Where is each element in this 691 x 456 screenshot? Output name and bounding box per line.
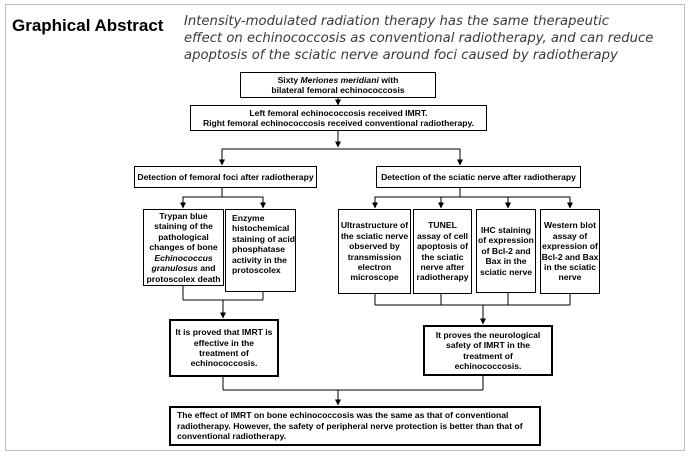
ultra-line: microscope <box>350 272 399 283</box>
treatment-line2: Right femoral echinococcosis received co… <box>202 118 475 128</box>
proved-right-box: It proves the neurological safety of IMR… <box>423 325 553 376</box>
tunel-line: the sciatic <box>421 251 464 262</box>
ultra-line: Ultrastructure of <box>340 220 409 231</box>
trypan-line: pathological <box>158 231 209 242</box>
conclusion-box: The effect of IMRT on bone echinococcosi… <box>169 406 541 446</box>
subtitle-line: Intensity-modulated radiation therapy ha… <box>184 14 610 29</box>
study-subjects-box: Sixty Meriones meridiani with bilateral … <box>240 72 436 98</box>
split-connector <box>221 148 463 166</box>
western-line: assay of <box>552 230 588 241</box>
western-line: in the sciatic <box>543 261 597 272</box>
treatment-line1: Left femoral echinococcosis received IMR… <box>249 107 428 118</box>
proved-right-line: It proves the neurological <box>435 329 541 340</box>
species-name: Meriones meridiani <box>300 74 379 85</box>
proved-left-line: effective in the <box>193 337 255 348</box>
proved-right-line: treatment of <box>463 350 513 361</box>
study-subjects-line2: bilateral femoral echinococcosis <box>271 85 405 95</box>
conclusion-line: The effect of IMRT on bone echinococcosi… <box>177 410 509 421</box>
enzyme-line: histochemical <box>232 223 290 234</box>
trypan-line: protoscolex death <box>146 273 221 284</box>
proved-right-line: safety of IMRT in the <box>445 340 531 351</box>
trypan-species: granulosus <box>151 263 198 274</box>
ultrastructure-box: Ultrastructure of the sciatic nerve obse… <box>338 209 411 294</box>
ihc-line: Bax in the <box>485 256 527 267</box>
conclusion-line: conventional radiotherapy. <box>177 431 287 442</box>
conclusion-line: radiotherapy. However, the safety of per… <box>177 420 523 431</box>
proved-left-box: It is proved that IMRT is effective in t… <box>169 319 279 377</box>
tunel-line: apoptosis of <box>416 241 469 252</box>
enzyme-line: protoscolex <box>232 265 281 276</box>
ultra-line: observed by <box>349 241 400 252</box>
ultra-line: electron <box>357 261 392 272</box>
subtitle-line: effect on echinococcosis as conventional… <box>184 31 654 46</box>
western-line: expression of <box>542 241 598 252</box>
graphical-abstract-title: Graphical Abstract <box>12 16 164 35</box>
enzyme-line: staining of acid <box>232 233 296 244</box>
proved-left-line: echinococcosis. <box>190 358 258 369</box>
detect-femoral-box: Detection of femoral foci after radiothe… <box>134 166 317 188</box>
nerve-branch <box>374 196 573 209</box>
tunel-line: nerve after <box>420 261 465 272</box>
tunel-line: assay of cell <box>416 230 469 241</box>
ihc-line: sciatic nerve <box>479 266 533 277</box>
western-line: nerve <box>558 272 582 283</box>
tunel-box: TUNEL assay of cell apoptosis of the sci… <box>413 209 472 294</box>
trypan-genus: Echinococcus <box>154 252 213 263</box>
ihc-line: of expression <box>478 235 534 246</box>
ultra-line: the sciatic nerve <box>340 230 409 241</box>
subtitle-line: apoptosis of the sciatic nerve around fo… <box>184 48 618 63</box>
ultra-line: transmission <box>347 251 402 262</box>
subjects-prefix: Sixty <box>277 74 301 85</box>
abstract-subtitle: Intensity-modulated radiation therapy ha… <box>184 13 684 64</box>
femoral-branch <box>182 196 266 209</box>
treatment-box: Left femoral echinococcosis received IMR… <box>190 105 487 131</box>
proved-left-line: treatment of <box>199 348 249 358</box>
ihc-line: of Bcl-2 and <box>481 245 531 256</box>
tunel-line: radiotherapy <box>416 272 469 283</box>
trypan-species-line: granulosus and <box>152 263 216 273</box>
subjects-suffix: with <box>378 74 399 85</box>
enzyme-box: Enzyme histochemical staining of acid ph… <box>225 209 296 292</box>
trypan-box: Trypan blue staining of the pathological… <box>143 209 224 286</box>
trypan-line: changes of bone <box>149 242 218 253</box>
trypan-line: Trypan blue <box>159 211 208 222</box>
abstract-frame <box>5 4 685 451</box>
detect-nerve-box: Detection of the sciatic nerve after rad… <box>376 166 581 188</box>
proved-right-line: echinococcosis. <box>454 360 522 371</box>
detect-femoral-label: Detection of femoral foci after radiothe… <box>137 171 314 182</box>
western-line: Western blot <box>544 220 596 231</box>
enzyme-line: activity in the <box>232 254 287 265</box>
western-box: Western blot assay of expression of Bcl-… <box>540 209 600 294</box>
trypan-and: and <box>197 263 216 274</box>
enzyme-line: Enzyme <box>232 213 265 223</box>
tunel-line: TUNEL <box>428 220 457 231</box>
enzyme-line: phosphatase <box>232 244 286 255</box>
proved-left-line: It is proved that IMRT is <box>175 327 273 338</box>
study-subjects-line1: Sixty Meriones meridiani with <box>278 75 399 85</box>
trypan-line: staining of the <box>154 221 213 232</box>
ihc-box: IHC staining of expression of Bcl-2 and … <box>476 209 536 293</box>
ihc-line: IHC staining <box>480 224 532 235</box>
western-line: Bcl-2 and Bax <box>541 251 599 262</box>
detect-nerve-label: Detection of the sciatic nerve after rad… <box>381 171 576 182</box>
